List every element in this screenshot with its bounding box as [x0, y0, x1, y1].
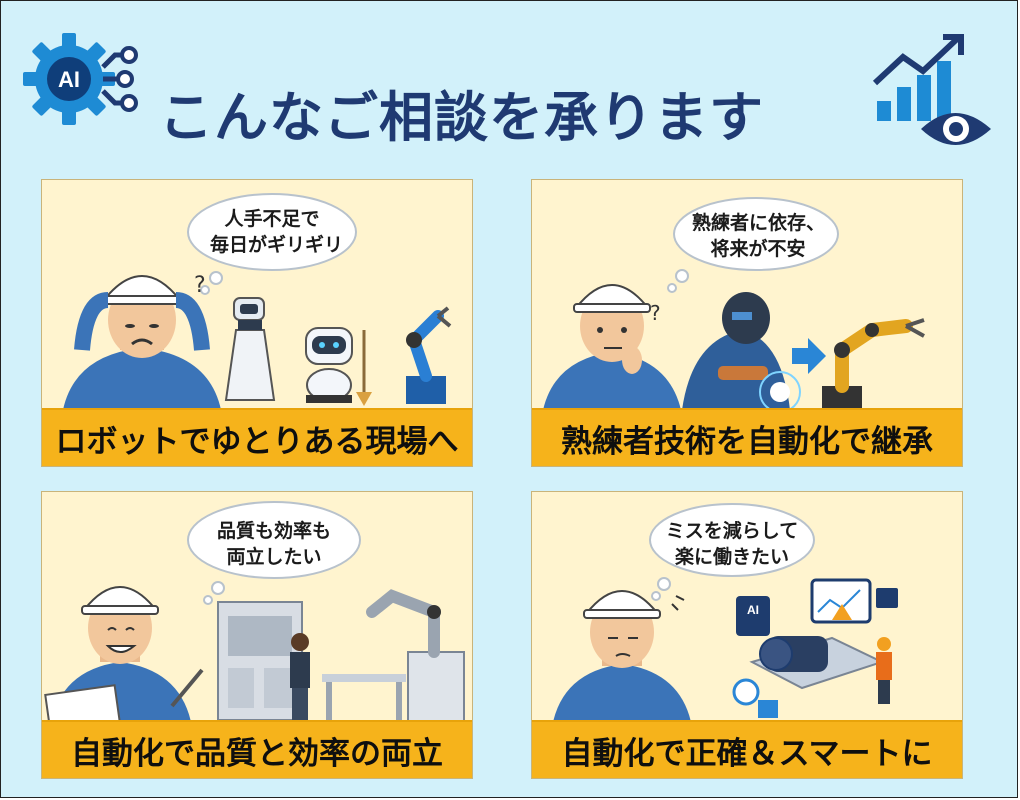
bubble-line: ミスを減らして	[665, 520, 799, 542]
consult-card-quality-efficiency: 品質も効率も 両立したい 自動化で品質と効率の両立	[41, 491, 473, 779]
svg-text:AI: AI	[747, 603, 759, 617]
ai-monitoring-illustration: AI	[552, 503, 898, 727]
thought-bubble: 品質も効率も 両立したい	[212, 518, 336, 570]
worker-robots-illustration: ?	[62, 193, 452, 415]
bubble-line: 人手不足で	[224, 208, 320, 230]
chart-eye-icon	[873, 34, 991, 145]
thought-bubble: 熟練者に依存、 将来が不安	[692, 210, 826, 262]
bubble-line: 毎日がギリギリ	[210, 234, 344, 256]
svg-text:?: ?	[194, 273, 206, 298]
welder-robot-illustration: ?	[542, 197, 925, 415]
consult-card-reduce-mistakes: AI ミスを減らして 楽に働きたい 自動化で正確＆スマートに	[531, 491, 963, 779]
bubble-line: 熟練者に依存、	[692, 212, 826, 234]
svg-text:AI: AI	[58, 67, 80, 92]
bubble-line: 将来が不安	[710, 238, 806, 260]
bubble-line: 楽に働きたい	[674, 546, 789, 568]
thought-bubble: 人手不足で 毎日がギリギリ	[210, 206, 344, 258]
thought-bubble: ミスを減らして 楽に働きたい	[658, 518, 806, 570]
consult-card-skill-dependency: ? 熟練者に依存、 将来が不安 熟練者技術を自動化で継承	[531, 179, 963, 467]
bubble-line: 品質も効率も	[216, 520, 331, 542]
svg-text:?: ?	[650, 301, 661, 325]
page-title: こんなご相談を承ります	[159, 86, 764, 149]
card-banner: 自動化で品質と効率の両立	[42, 720, 472, 778]
bubble-line: 両立したい	[226, 546, 322, 568]
consult-card-staff-shortage: ? 人手不足で 毎日がギリギリ ロボットでゆとりある現場へ	[41, 179, 473, 467]
card-banner: 自動化で正確＆スマートに	[532, 720, 962, 778]
ai-gear-icon: AI	[23, 33, 138, 125]
card-banner: 熟練者技術を自動化で継承	[532, 408, 962, 466]
card-banner: ロボットでゆとりある現場へ	[42, 408, 472, 466]
